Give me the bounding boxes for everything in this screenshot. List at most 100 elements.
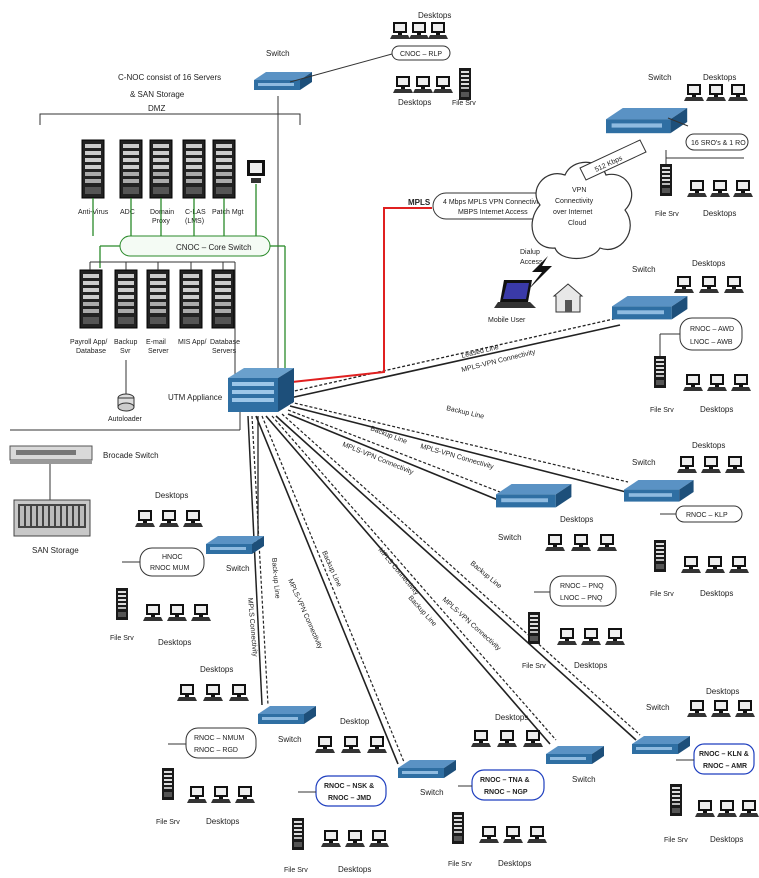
brocade-label: Brocade Switch: [103, 451, 159, 460]
dialup-line1: Dialup: [520, 249, 540, 256]
admin-pc-icon: [247, 160, 265, 183]
awd-desktops-label: Desktops: [692, 259, 725, 268]
mpls-box-line1: 4 Mbps MPLS VPN Connectivity & 10: [443, 199, 560, 206]
awd-lan1-label: RNOC – AWD: [690, 326, 734, 333]
mpls-label: MPLS: [408, 198, 431, 207]
kln-filesrv-label: File Srv: [664, 837, 688, 844]
cloud-line2: Connectivity: [555, 198, 594, 205]
mpls-red-link: [291, 207, 432, 383]
leased-line-awd: [289, 317, 619, 393]
server-label-backup: Backup: [114, 339, 137, 346]
server-label-database: Database: [210, 339, 240, 346]
server-label-mis: MIS App/: [178, 339, 206, 346]
nmum-filesrv-label: File Srv: [156, 819, 180, 826]
core-switch-label: CNOC – Core Switch: [176, 243, 252, 252]
utm-appliance: [228, 368, 294, 412]
autoloader-icon: [117, 393, 135, 412]
core-switch-links: [92, 184, 286, 372]
mpls-connectivity-label-tna: MPLS Connectivity: [376, 547, 420, 597]
mpls-link-nmum: [247, 415, 263, 706]
kln-lan2-label: RNOC – AMR: [703, 763, 747, 770]
nsk-switch-label: Switch: [420, 788, 444, 797]
cloud-line4: Cloud: [568, 220, 586, 227]
nsk-lan1-label: RNOC – NSK &: [324, 783, 374, 790]
site-rnoc-tna: Desktops Switch RNOC – TNA & RNOC – NGP …: [448, 713, 604, 868]
mpls-link-tna: [265, 415, 551, 745]
mpls-vpn-label-nsk: MPLS-VPN Connectivity: [286, 578, 323, 651]
server-label-backup-2: Svr: [120, 348, 131, 355]
cnoc-caption-line2: & SAN Storage: [130, 90, 185, 99]
rlp-desktops-top-label: Desktops: [418, 11, 451, 20]
mpls-box-line2: MBPS Internet Access: [458, 209, 528, 216]
vpn-cloud: [531, 161, 633, 260]
backup-line-pnq: [287, 409, 501, 493]
cloud-line3: over Internet: [553, 209, 592, 216]
rlp-lan-label: CNOC – RLP: [400, 51, 442, 58]
home-icon: [552, 283, 584, 313]
autoloader-label: Autoloader: [108, 416, 143, 423]
backup-line-nsk: [261, 415, 405, 763]
nmum-lan1-label: RNOC – NMUM: [194, 735, 244, 742]
backup-up-label: Back-up Line: [270, 558, 281, 599]
mpls-link-awd: [289, 324, 621, 399]
mpls-link-pnq: [287, 413, 499, 501]
nsk-lan: [315, 775, 387, 807]
mpls-link-nsk: [255, 415, 399, 765]
dmz-label: DMZ: [148, 104, 165, 113]
dmz-bracket: [39, 113, 301, 125]
site-rnoc-pnq: Switch Desktops RNOC – PNQ LNOC – PNQ Fi…: [496, 484, 625, 670]
server-label-payroll: Payroll App/: [70, 339, 107, 346]
kln-desktops-label: Desktops: [706, 687, 739, 696]
nmum-desktops-bottom-label: Desktops: [206, 817, 239, 826]
pnq-lan1-label: RNOC – PNQ: [560, 583, 604, 590]
site-rnoc-kln: Switch Desktops RNOC – KLN & RNOC – AMR …: [632, 687, 759, 844]
mpls-vpn-label-klp: MPLS-VPN Connectivity: [419, 443, 494, 471]
site-rnoc-nsk: Desktop Switch RNOC – NSK & RNOC – JMD F…: [284, 717, 456, 874]
cloud-line1: VPN: [572, 187, 586, 194]
mobile-user-label: Mobile User: [488, 317, 526, 324]
leased-line-label: Leased Line: [461, 344, 500, 360]
mpls-connectivity-label: MPLS Connectivity: [246, 598, 258, 658]
pnq-lan: [549, 575, 617, 607]
dmz-top-servers: [81, 139, 236, 199]
san-storage: [13, 499, 91, 537]
klp-lan-label: RNOC – KLP: [686, 512, 728, 519]
site-cnoc-rlp: Desktops CNOC – RLP Desktops File Srv: [390, 11, 476, 107]
cnoc-caption-line1: C-NOC consist of 16 Servers: [118, 73, 221, 82]
klp-filesrv-label: File Srv: [650, 591, 674, 598]
backup-line-kln: [281, 413, 641, 736]
link-top-switch-cnoc: [289, 53, 393, 83]
site-hnoc-mum: Desktops Switch HNOC RNOC MUM File Srv D…: [110, 491, 264, 647]
site-rnoc-awd: Switch Desktops RNOC – AWD LNOC – AWB Fi…: [612, 259, 751, 414]
tna-filesrv-label: File Srv: [448, 861, 472, 868]
nsk-lan2-label: RNOC – JMD: [328, 795, 371, 802]
server-label-adc: ADC: [120, 209, 135, 216]
awd-lan2-label: LNOC – AWB: [690, 339, 733, 346]
backup-line-label-tna: Backup Line: [407, 595, 438, 628]
awd-desktops-bottom-label: Desktops: [700, 405, 733, 414]
ne-filesrv-label: File Srv: [655, 211, 679, 218]
server-label-domain: Domain: [150, 209, 174, 216]
mpls-link-klp: [289, 405, 627, 493]
central-top-switch: [254, 72, 312, 90]
tna-lan: [471, 769, 545, 801]
rlp-lan: [391, 45, 451, 61]
nmum-lan: [185, 727, 257, 759]
nmum-lan2-label: RNOC – RGD: [194, 747, 238, 754]
ne-lan-label: 16 SRO's & 1 RO: [691, 140, 746, 147]
mum-desktops-label: Desktops: [155, 491, 188, 500]
tna-lan1-label: RNOC – TNA &: [480, 777, 530, 784]
nsk-filesrv-label: File Srv: [284, 867, 308, 874]
dmz-bottom-bus: [89, 261, 236, 381]
site-rnoc-nmum: Desktops Switch RNOC – NMUM RNOC – RGD F…: [156, 665, 316, 826]
tna-desktops-label: Desktops: [495, 713, 528, 722]
pnq-filesrv-label: File Srv: [522, 663, 546, 670]
ne-lan: [685, 133, 749, 151]
wan-links: [247, 317, 641, 765]
dmz-bottom-servers: [79, 269, 235, 329]
server-label-clas: C-LAS: [185, 209, 206, 216]
tna-desktops-bottom-label: Desktops: [498, 859, 531, 868]
server-label-patch: Patch Mgt: [212, 209, 244, 216]
mum-desktops-bottom-label: Desktops: [158, 638, 191, 647]
